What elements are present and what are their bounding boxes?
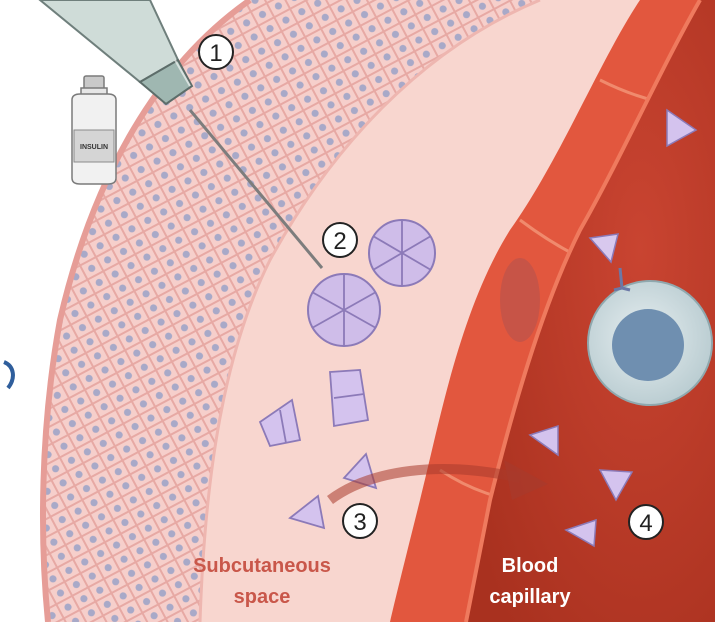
svg-text:3: 3 [353, 509, 366, 536]
step-3-marker: 3 [343, 504, 377, 538]
svg-text:4: 4 [639, 510, 652, 537]
svg-text:1: 1 [209, 40, 222, 67]
svg-text:Subcutaneous: Subcutaneous [193, 555, 331, 577]
insulin-hexamer [308, 274, 380, 346]
svg-text:Blood: Blood [502, 555, 559, 577]
step-4-marker: 4 [629, 505, 663, 539]
vial-label: INSULIN [80, 144, 108, 151]
step-2-marker: 2 [323, 223, 357, 257]
svg-text:space: space [234, 586, 291, 608]
svg-text:2: 2 [333, 228, 346, 255]
insulin-hexamer [369, 220, 435, 286]
step-1-marker: 1 [199, 35, 233, 69]
svg-text:capillary: capillary [489, 586, 571, 608]
